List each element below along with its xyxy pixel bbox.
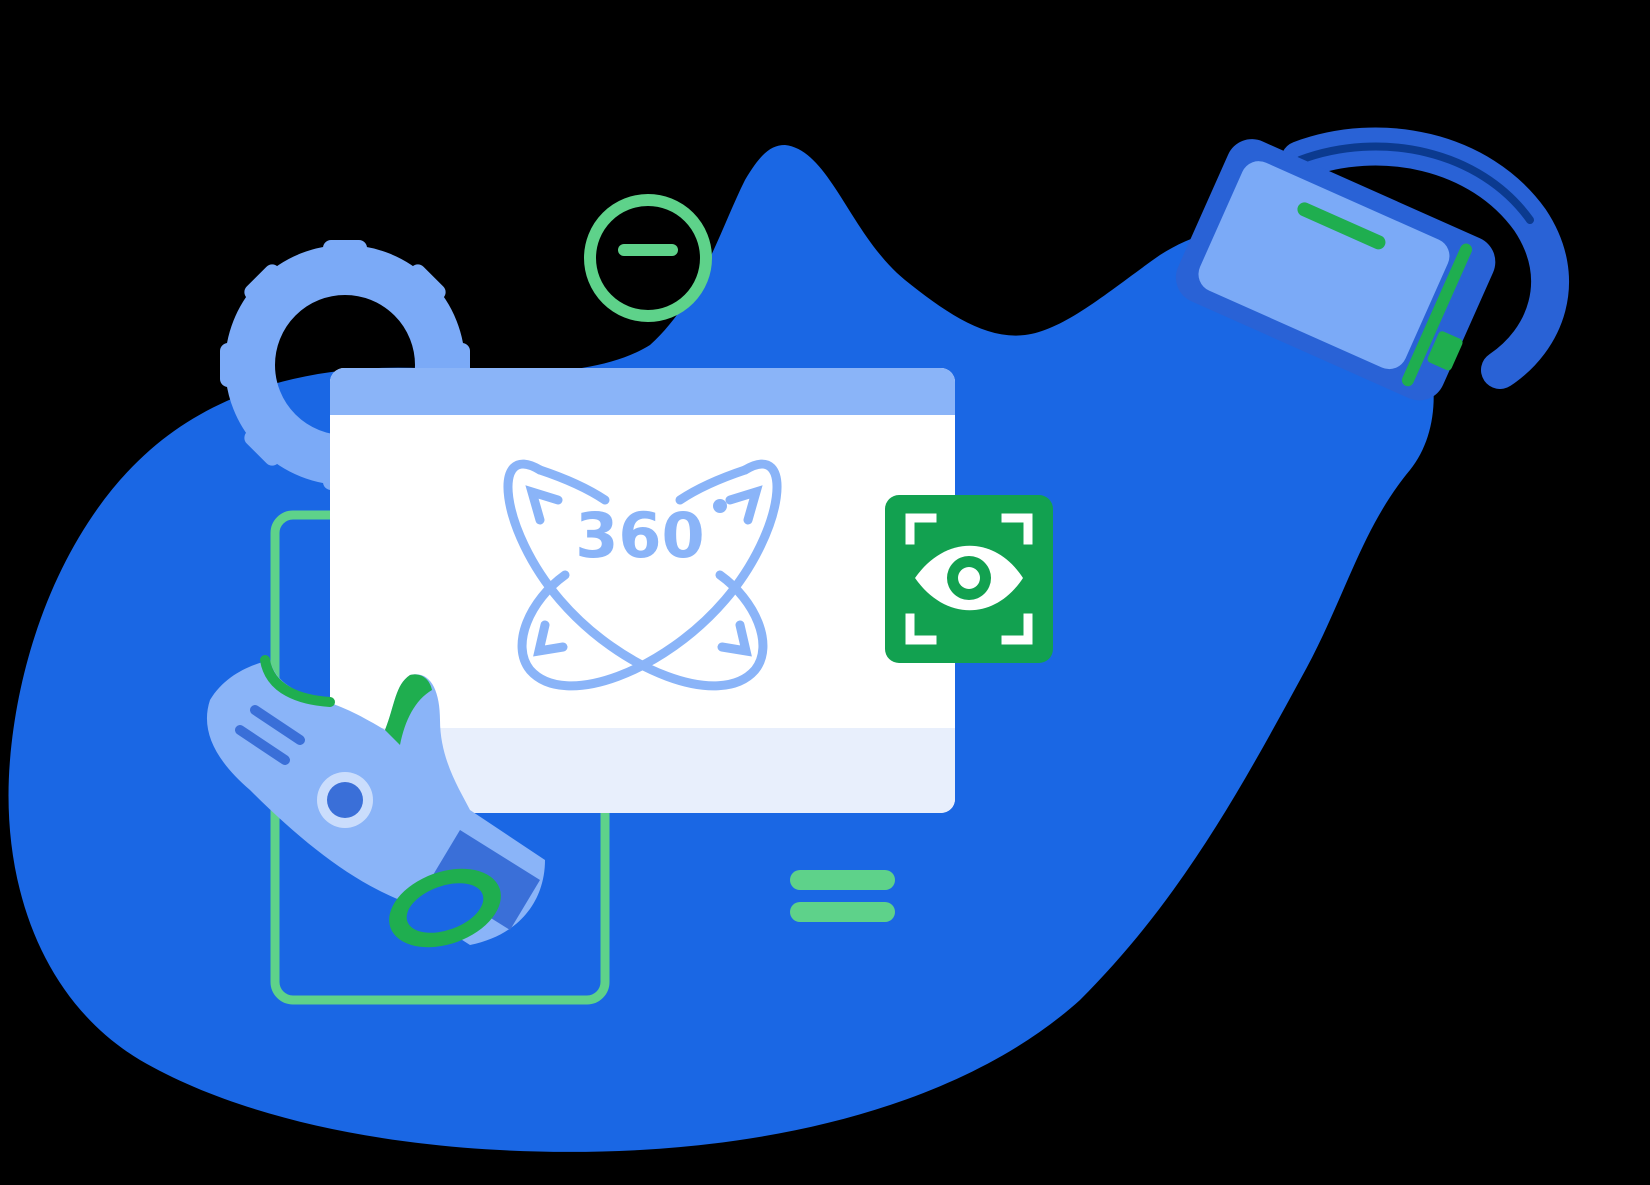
browser-panel [330,368,955,813]
circle-dash-icon [584,194,712,322]
rotate-360-icon [503,459,782,691]
eye-scan-icon [885,495,1053,663]
menu-lines-icon [790,870,895,922]
vr-headset-icon [1175,127,1570,401]
badge-360-text: 360 [575,499,704,572]
vr-glove-icon [206,655,546,948]
